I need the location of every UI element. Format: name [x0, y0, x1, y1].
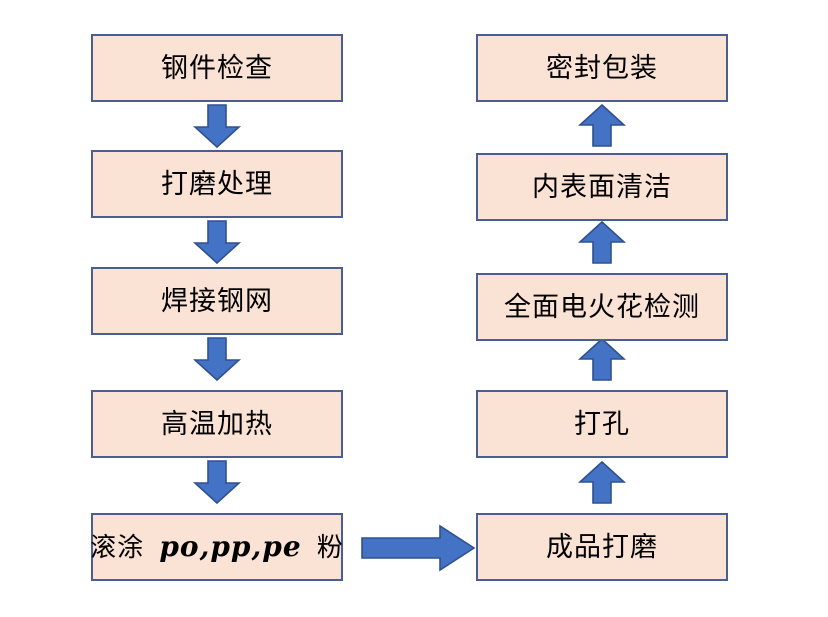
node-label: 高温加热 [161, 408, 273, 440]
node-label: 全面电火花检测 [504, 291, 700, 323]
node-label: 打孔 [574, 408, 630, 440]
arrow-up-2 [577, 337, 627, 381]
arrow-down-3 [192, 337, 242, 382]
node-label: 密封包装 [546, 52, 658, 84]
arrow-right-1 [361, 524, 478, 572]
node-label: 焊接钢网 [161, 285, 273, 317]
arrow-up-3 [577, 220, 627, 264]
node-sealed-packaging[interactable]: 密封包装 [476, 34, 728, 102]
node-inner-surface-cleaning[interactable]: 内表面清洁 [476, 153, 728, 221]
node-drilling[interactable]: 打孔 [476, 390, 728, 458]
roll-coating-materials: po,pp,pe [159, 530, 302, 563]
arrow-down-4 [192, 460, 242, 505]
node-weld-steel-mesh[interactable]: 焊接钢网 [91, 267, 343, 335]
node-roll-coating-powder[interactable]: 滚涂 po,pp,pe 粉 [90, 513, 344, 581]
roll-coating-suffix: 粉 [316, 533, 344, 563]
node-label: 打磨处理 [161, 168, 273, 200]
node-finished-grinding[interactable]: 成品打磨 [476, 513, 728, 581]
arrow-down-2 [192, 220, 242, 265]
node-label: 滚涂 po,pp,pe 粉 [90, 530, 344, 563]
node-label: 成品打磨 [546, 531, 658, 563]
node-label: 内表面清洁 [532, 171, 672, 203]
node-steel-inspection[interactable]: 钢件检查 [91, 34, 343, 102]
roll-coating-prefix: 滚涂 [90, 533, 145, 563]
node-grinding-treatment[interactable]: 打磨处理 [91, 150, 343, 218]
arrow-down-1 [192, 104, 242, 149]
node-high-temp-heating[interactable]: 高温加热 [91, 390, 343, 458]
node-full-spark-detection[interactable]: 全面电火花检测 [476, 273, 728, 341]
arrow-up-4 [577, 103, 627, 147]
node-label: 钢件检查 [161, 52, 273, 84]
arrow-up-1 [577, 460, 627, 504]
